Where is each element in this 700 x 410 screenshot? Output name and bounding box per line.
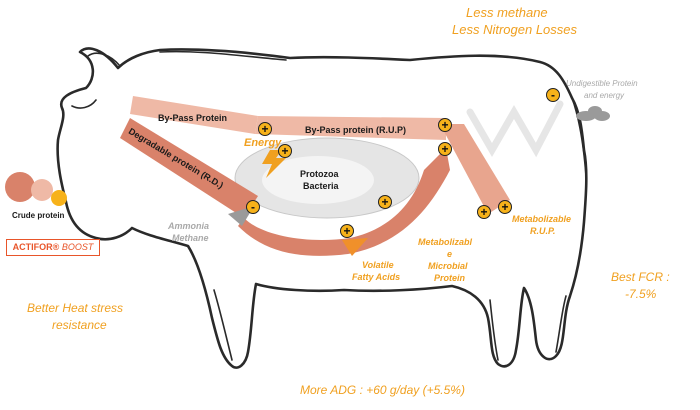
crude-protein-label: Crude protein	[12, 211, 65, 220]
headline-line2: Less Nitrogen Losses	[452, 22, 578, 37]
vfa-line1: Volatile	[362, 260, 394, 270]
microbial-line2: e	[447, 249, 453, 259]
actifor-boost-badge: ACTIFOR® BOOST	[6, 239, 100, 256]
ammonia-line1: Ammonia	[168, 221, 210, 231]
indigestible-cloud	[576, 106, 610, 121]
product-name: ACTIFOR®	[12, 242, 60, 252]
fcr-line1: Best FCR :	[611, 270, 670, 284]
degradable-band-upper	[120, 118, 258, 218]
vfa-arrow-head	[342, 238, 368, 256]
plus-badge-energy: +	[278, 144, 292, 158]
fcr-line2: -7.5%	[625, 287, 657, 301]
rumen-core	[262, 156, 374, 204]
crude-protein-light-circle	[31, 179, 53, 201]
microbial-line1: Metabolizabl	[418, 237, 473, 247]
degradable-band-lower	[238, 148, 450, 256]
bypass-rup-label: By-Pass protein (R.U.P)	[305, 125, 407, 135]
plus-badge-rumen-right: +	[378, 195, 392, 209]
plus-badge-microbial: +	[477, 205, 491, 219]
adg-label: More ADG : +60 g/day (+5.5%)	[300, 383, 465, 397]
plus-badge-junction: +	[438, 142, 452, 156]
watermark	[466, 100, 564, 158]
plus-badge-vfa: +	[340, 224, 354, 238]
indigestible-line2: and energy	[584, 91, 625, 100]
energy-label: Energy	[244, 137, 282, 149]
microbial-line3: Microbial	[428, 261, 468, 271]
minus-badge-ammonia: -	[246, 200, 260, 214]
ammonia-line2: Methane	[172, 233, 209, 243]
product-variant: BOOST	[61, 242, 94, 252]
plus-badge-bypass: +	[258, 122, 272, 136]
microbial-line4: Protein	[434, 273, 466, 283]
minus-badge-indigestible: -	[546, 88, 560, 102]
cow-sketch-strokes	[71, 50, 587, 361]
plus-badge-metab-rup: +	[498, 200, 512, 214]
heat-line2: resistance	[52, 318, 107, 332]
bypass-protein-label: By-Pass Protein	[158, 113, 228, 123]
bypass-band-main	[255, 116, 446, 140]
descending-band	[440, 124, 510, 214]
metab-rup-line2: R.U.P.	[530, 226, 556, 236]
indigestible-line1: Undigestible Protein	[566, 79, 638, 88]
crude-protein-dark-circle	[5, 172, 35, 202]
rumen-label-line2: Bacteria	[303, 181, 339, 191]
heat-line1: Better Heat stress	[27, 301, 124, 315]
crude-protein-orange-circle	[51, 190, 67, 206]
cow-outline	[56, 47, 588, 369]
headline-line1: Less methane	[466, 5, 548, 20]
rumen-label-line1: Protozoa	[300, 169, 339, 179]
energy-bolt	[262, 150, 286, 178]
metab-rup-line1: Metabolizable	[512, 214, 572, 224]
vfa-line2: Fatty Acids	[352, 272, 401, 282]
plus-badge-rup: +	[438, 118, 452, 132]
bypass-band-upper	[130, 96, 258, 134]
